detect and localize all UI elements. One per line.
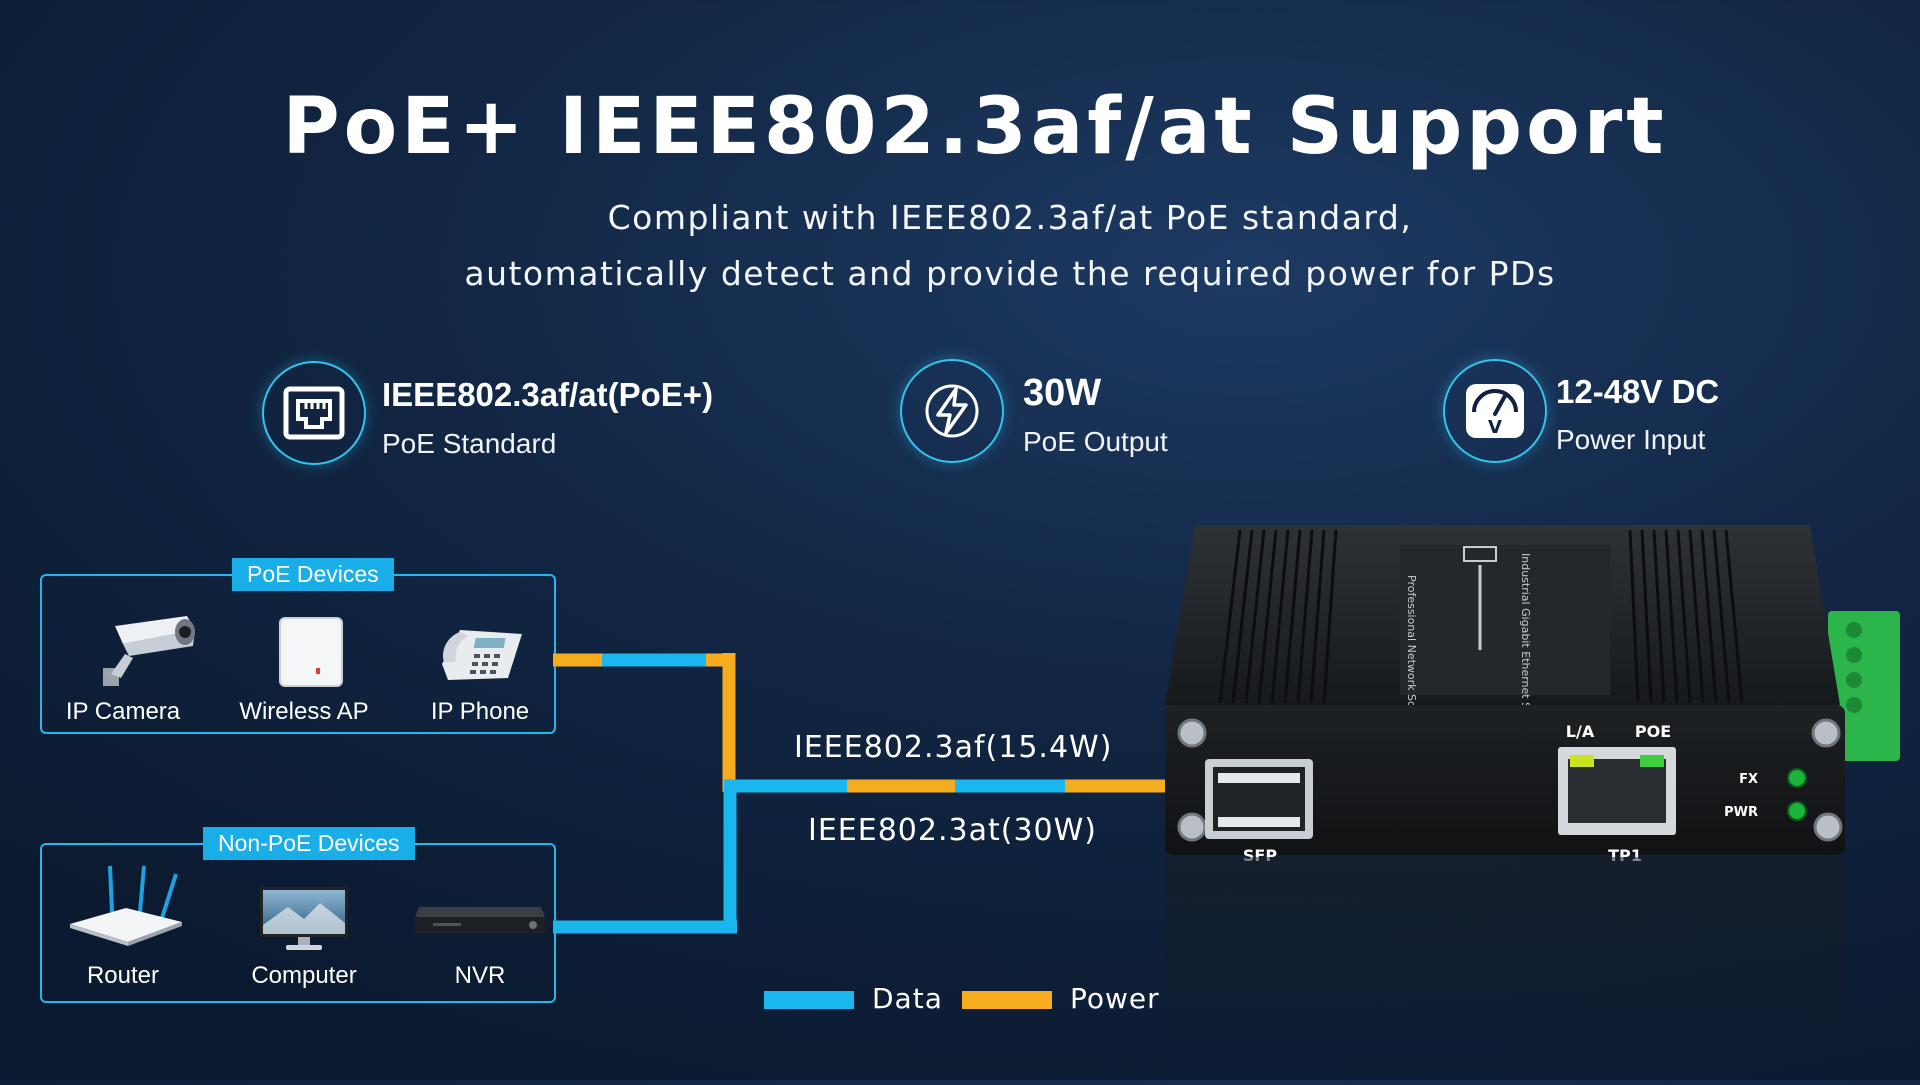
poe-devices-tag: PoE Devices (232, 558, 394, 591)
voltmeter-icon: V (1443, 359, 1547, 463)
legend-power-label: Power (1070, 982, 1160, 1015)
switch-port-poe-label: POE (1635, 722, 1671, 741)
device-label-wireless-ap: Wireless AP (239, 698, 369, 725)
computer-icon (258, 885, 350, 958)
feature-poe-output-subtitle: PoE Output (1023, 426, 1168, 457)
switch-top-text-1: Professional Network Solution (1405, 575, 1418, 739)
fx-led (1787, 768, 1807, 788)
ip-camera-icon (95, 610, 205, 695)
feature-poe-output-title: 30W (1023, 372, 1102, 414)
device-label-nvr: NVR (454, 962, 506, 989)
legend-data-swatch (764, 991, 854, 1009)
feature-poe-standard-subtitle: PoE Standard (382, 428, 557, 459)
device-label-ip-camera: IP Camera (65, 698, 181, 725)
wireless-ap-icon (278, 616, 344, 693)
subtitle-line-2: automatically detect and provide the req… (464, 254, 1556, 293)
switch-port-la-label: L/A (1566, 722, 1595, 741)
switch-top-text-2: Industrial Gigabit Ethernet Switch (1519, 553, 1532, 739)
svg-text:V: V (1488, 417, 1502, 438)
feature-poe-standard-title: IEEE802.3af/at(PoE+) (382, 376, 714, 413)
ethernet-port-icon (262, 361, 366, 465)
device-label-ip-phone: IP Phone (430, 698, 530, 725)
router-icon (66, 862, 186, 951)
protocol-label-at: IEEE802.3at(30W) (808, 813, 1097, 848)
feature-power-input-subtitle: Power Input (1556, 424, 1706, 455)
switch-led-pwr-label: PWR (1724, 805, 1758, 820)
device-label-router: Router (86, 962, 160, 989)
legend-data-label: Data (872, 982, 943, 1015)
nvr-icon (413, 903, 547, 942)
industrial-switch: Professional Network Solution Industrial… (1160, 505, 1920, 1085)
protocol-label-af: IEEE802.3af(15.4W) (794, 730, 1113, 765)
page-title: PoE+ IEEE802.3af/at Support (282, 82, 1668, 172)
switch-led-fx-label: FX (1739, 772, 1758, 787)
device-label-computer: Computer (251, 962, 357, 989)
ip-phone-icon (438, 624, 526, 689)
lightning-icon (900, 359, 1004, 463)
legend-power-swatch (962, 991, 1052, 1009)
subtitle-line-1: Compliant with IEEE802.3af/at PoE standa… (607, 198, 1413, 237)
pwr-led (1787, 801, 1807, 821)
non-poe-devices-tag: Non-PoE Devices (203, 827, 415, 860)
feature-power-input-title: 12-48V DC (1556, 373, 1720, 410)
